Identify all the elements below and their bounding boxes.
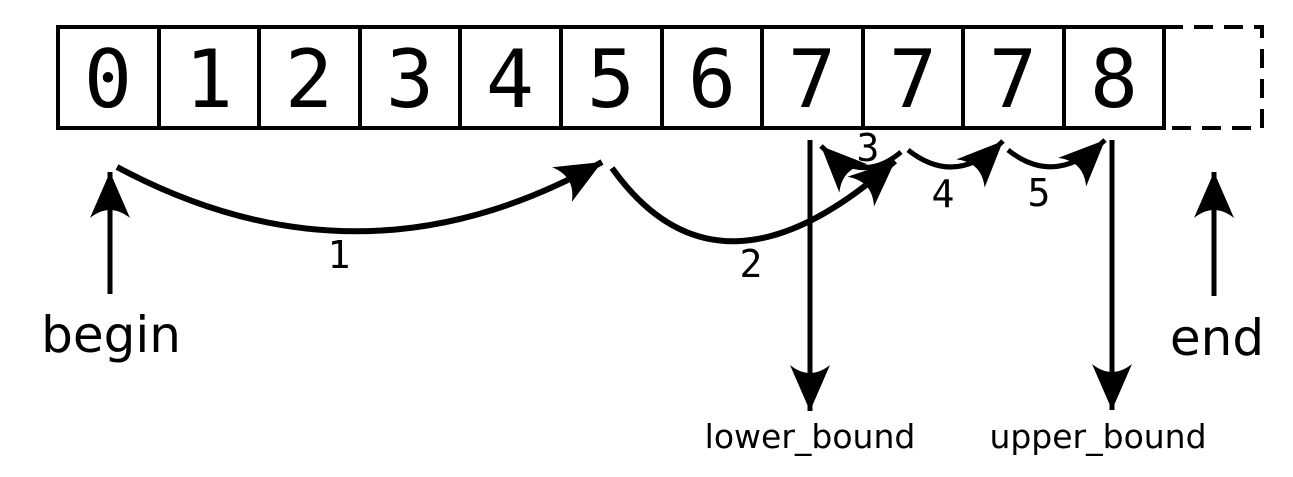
array-cell-value: 7 bbox=[989, 33, 1037, 126]
upper-bound-label: upper_bound bbox=[989, 417, 1206, 456]
step-label-2: 2 bbox=[740, 242, 763, 286]
array-cell-separators bbox=[157, 27, 1066, 128]
step-label-3: 3 bbox=[857, 126, 880, 170]
array-cell-value: 8 bbox=[1090, 33, 1138, 126]
array-cell-value: 7 bbox=[889, 33, 937, 126]
step-label-4: 4 bbox=[932, 172, 955, 216]
step-label-1: 1 bbox=[328, 233, 351, 277]
array-cell-value: 5 bbox=[587, 33, 635, 126]
step-arrow-1 bbox=[115, 159, 604, 235]
array-cell-value: 7 bbox=[788, 33, 836, 126]
array-cell-value: 2 bbox=[285, 33, 333, 126]
end-label: end bbox=[1170, 309, 1264, 367]
array-values: 0 1 2 3 4 5 6 7 7 7 8 bbox=[84, 33, 1138, 126]
step-label-5: 5 bbox=[1028, 171, 1051, 215]
step-arrow-4 bbox=[906, 139, 1005, 188]
lower-bound-label: lower_bound bbox=[705, 417, 916, 456]
search-steps: 1 2 3 4 5 bbox=[115, 126, 1107, 286]
step-arrow-3 bbox=[819, 144, 903, 193]
past-the-end-cell bbox=[1162, 25, 1264, 130]
array-cell-value: 3 bbox=[386, 33, 434, 126]
step-arrow-5 bbox=[1006, 138, 1107, 187]
array-cell-value: 6 bbox=[688, 33, 736, 126]
step-arrow-2 bbox=[609, 158, 897, 245]
sorted-array: 0 1 2 3 4 5 6 7 7 7 8 bbox=[56, 25, 1264, 130]
array-cell-value: 0 bbox=[84, 33, 132, 126]
array-cell-value: 1 bbox=[185, 33, 233, 126]
array-cell-value: 4 bbox=[486, 33, 534, 126]
begin-label: begin bbox=[41, 306, 181, 364]
